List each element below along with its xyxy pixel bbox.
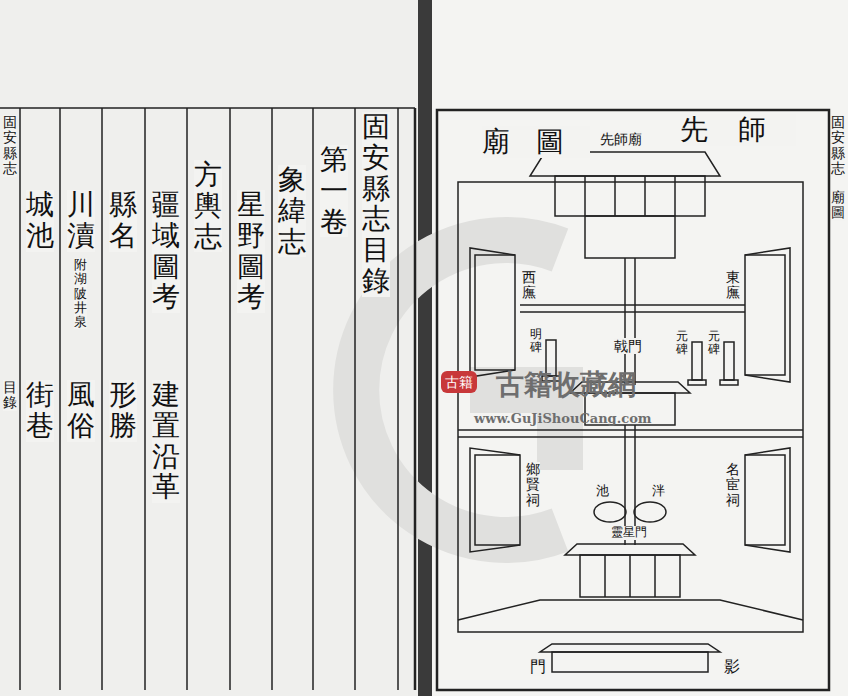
column-text: 西廡 (522, 270, 536, 301)
watermark-text: 古籍收藏網 (496, 369, 636, 401)
column-text: 附湖陂井泉 (74, 258, 87, 329)
column-text: 形勝 (109, 380, 137, 442)
watermark-text: www.GuJiShouCang.com (474, 412, 652, 427)
column-text: 方輿志 (194, 160, 222, 252)
column-text: 風俗 (67, 380, 95, 442)
caption-text: 影 (724, 658, 740, 676)
column-text: 縣名 (109, 190, 137, 252)
column-text: 星野圖考 (237, 190, 265, 313)
watermark-text: 古籍 (441, 371, 477, 393)
caption-text: 池 (596, 484, 609, 499)
column-text: 固安縣志 (831, 115, 845, 177)
caption-text: 先師廟 (600, 131, 642, 147)
caption-text: 先師 (680, 114, 796, 146)
caption-text: 靈星門 (611, 526, 647, 540)
column-text: 疆域圖考 (152, 190, 180, 313)
column-text: 目錄 (3, 380, 17, 411)
column-text: 東廡 (726, 270, 740, 301)
column-text: 固安縣志目錄 (362, 112, 390, 297)
column-text: 建置沿革 (152, 380, 180, 503)
caption-text: 泮 (652, 484, 665, 499)
caption-text: 戟門 (614, 338, 642, 354)
column-text: 元碑 (676, 330, 688, 356)
column-text: 廟圖 (831, 190, 845, 221)
column-text: 街巷 (26, 380, 54, 442)
column-text: 城池 (26, 190, 54, 252)
caption-text: 廟圖 (482, 126, 590, 158)
column-text: 川瀆 (67, 190, 95, 252)
column-text: 第一卷 (320, 145, 348, 237)
column-text: 元碑 (708, 330, 720, 356)
column-text: 鄉賢祠 (526, 462, 540, 508)
caption-text: 門 (530, 658, 546, 676)
column-text: 象緯志 (278, 165, 306, 257)
column-text: 名宦祠 (726, 462, 740, 508)
column-text: 明碑 (530, 328, 542, 354)
column-text: 固安縣志 (3, 115, 17, 177)
